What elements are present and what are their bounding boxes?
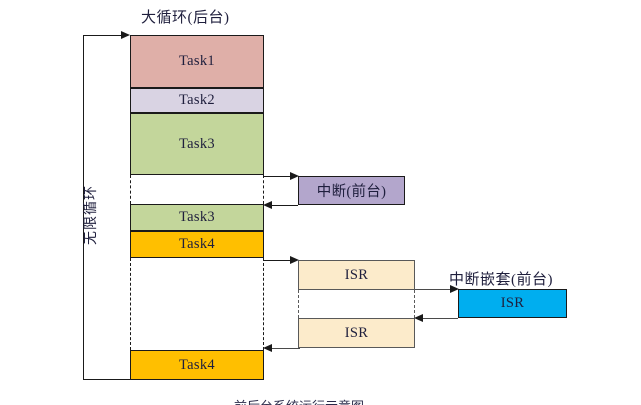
task-label: Task3 [179, 209, 215, 225]
task-box-task4b[interactable]: Task4 [130, 350, 264, 380]
task-box-task1[interactable]: Task1 [130, 35, 264, 88]
infinite-loop-label: 无限循环 [84, 185, 99, 245]
infinite-loop-arrowhead-icon [121, 30, 130, 39]
isr-label: ISR [344, 324, 369, 341]
task-label: Task2 [179, 92, 215, 108]
isr-label: ISR [344, 266, 369, 283]
figure-caption: 前后台系统运行示意图 [234, 396, 364, 405]
infinite-loop-bracket-top [83, 35, 123, 37]
bg-left-guide-upper [130, 175, 131, 204]
arrow-to-interrupt-head-icon [290, 171, 299, 180]
task-label: Task1 [179, 53, 215, 69]
infinite-loop-bracket-vertical [83, 35, 85, 380]
isr-right-guide [414, 290, 415, 318]
bg-left-guide-lower [130, 258, 131, 350]
task-box-task2[interactable]: Task2 [130, 88, 264, 113]
isr-left-guide [298, 290, 299, 318]
arrow-to-nested-isr-head-icon [450, 284, 459, 293]
isr-box-lower[interactable]: ISR [298, 318, 415, 348]
bg-right-guide-lower [263, 258, 264, 350]
nested-isr-box[interactable]: ISR [458, 289, 567, 318]
interrupt-box-label: 中断(前台) [316, 184, 387, 200]
arrow-from-interrupt-line [270, 205, 298, 207]
arrow-from-nested-isr-head-icon [414, 313, 423, 322]
task-box-task3[interactable]: Task3 [130, 113, 264, 175]
arrow-to-isr-line [264, 260, 292, 262]
nested-interrupt-title: 中断嵌套(前台) [449, 272, 553, 288]
arrow-isr-return-line [270, 348, 300, 350]
infinite-loop-bracket-bottom [83, 379, 130, 381]
task-label: Task3 [179, 135, 215, 152]
arrow-isr-return-head-icon [263, 343, 272, 352]
interrupt-foreground-box[interactable]: 中断(前台) [298, 176, 405, 205]
task-label: Task4 [179, 356, 215, 373]
arrow-to-interrupt-line [264, 176, 292, 178]
background-loop-title: 大循环(后台) [141, 10, 230, 26]
arrow-to-isr-head-icon [290, 255, 299, 264]
bg-right-guide-upper [263, 175, 264, 204]
arrow-to-nested-isr-line [415, 289, 452, 291]
isr-box-upper[interactable]: ISR [298, 260, 415, 290]
arrow-from-nested-isr-line [421, 318, 458, 320]
task-label: Task4 [179, 236, 215, 252]
task-box-task3b[interactable]: Task3 [130, 204, 264, 231]
arrow-from-interrupt-head-icon [263, 200, 272, 209]
nested-isr-label: ISR [500, 295, 525, 311]
task-box-task4[interactable]: Task4 [130, 231, 264, 258]
